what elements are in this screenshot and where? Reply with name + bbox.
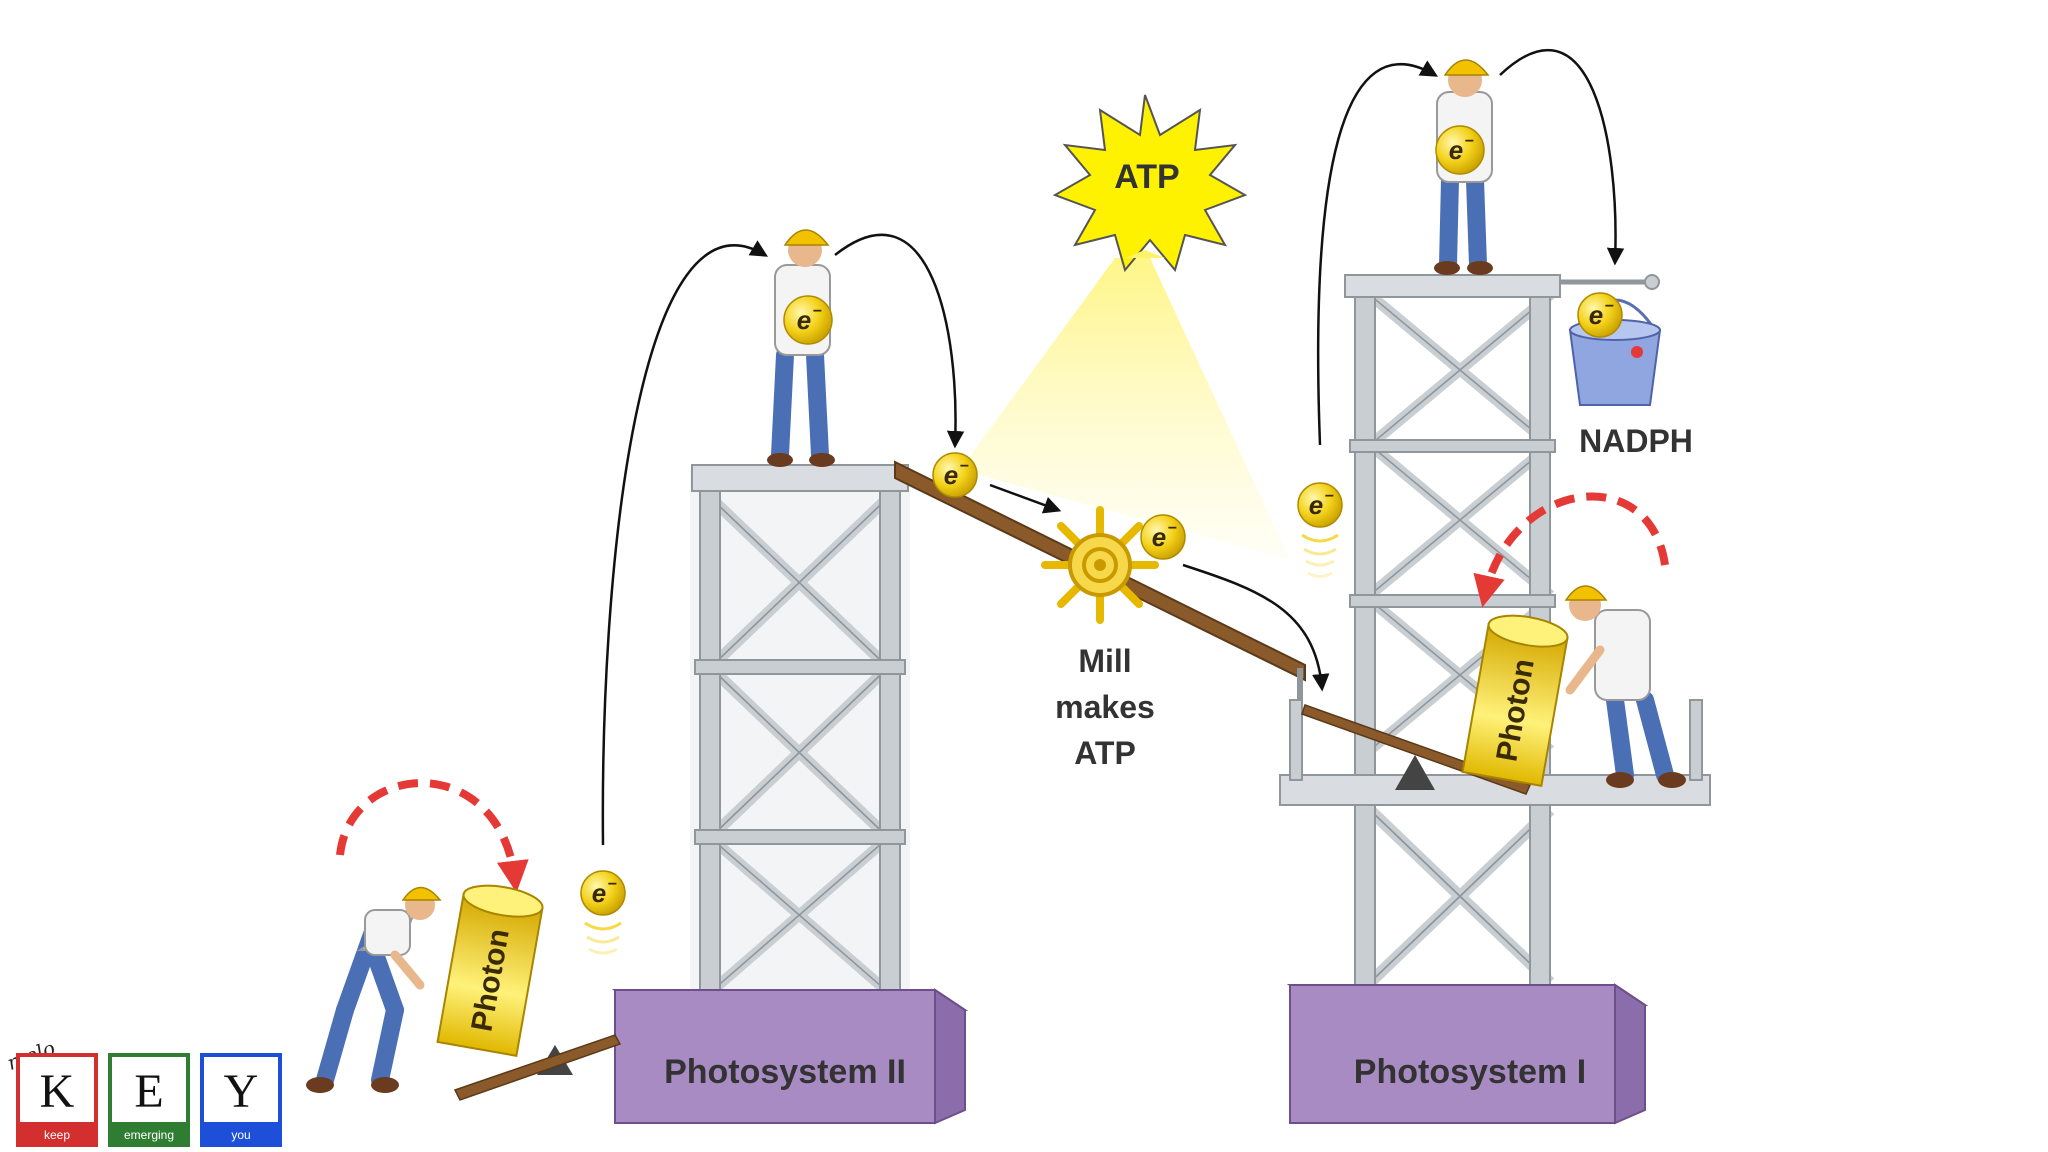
svg-text:e: e [1589,300,1603,330]
photosystem-2-label: Photosystem II [664,1053,906,1091]
atp-burst: ATP [1052,94,1248,273]
logo-k-block: K keep [16,1053,98,1147]
svg-text:−: − [1604,298,1613,315]
mill-label: Mill makes ATP [1055,643,1155,771]
electron-ball-ps2-worker: e − [783,295,833,345]
svg-text:emerging: emerging [124,1128,174,1142]
electron-ball-mill: e − [1140,514,1186,560]
svg-text:Mill: Mill [1078,643,1131,679]
svg-text:−: − [1167,520,1176,537]
photosystem-2-base: Photosystem II [611,988,969,1125]
svg-text:you: you [231,1128,250,1142]
photosystem-1-label: Photosystem I [1354,1053,1586,1091]
svg-text:−: − [812,303,821,320]
photosystem-1-base: Photosystem I [1286,983,1649,1125]
logo-e-block: E emerging [108,1053,190,1147]
electron-path-arrows [601,48,1625,846]
svg-text:Y: Y [224,1065,259,1118]
worker-ps1-platform [1564,585,1686,788]
photosystem-2-tower [690,464,910,1011]
atp-burst-label: ATP [1114,158,1179,196]
atp-light-beam [960,258,1290,560]
electron-ball-nadph: e − [1577,292,1623,338]
svg-text:E: E [134,1065,163,1118]
svg-text:−: − [1324,488,1333,505]
svg-text:K: K [40,1065,75,1118]
svg-text:−: − [959,458,968,475]
svg-text:e: e [944,460,958,490]
svg-text:e: e [797,305,811,335]
photon-cylinder-left: Photon [436,884,544,1057]
electron-ball-ramp: e − [932,452,978,498]
logo-y-block: Y you [200,1053,282,1147]
svg-text:makes: makes [1055,689,1155,725]
svg-text:−: − [607,876,616,893]
worker-bottom-left [306,886,442,1093]
electron-ball-ps2-bottom: e − [580,870,626,955]
svg-text:keep: keep [44,1128,70,1142]
svg-text:−: − [1464,133,1473,150]
seesaw-left [453,1034,622,1101]
worker-ps2-top [767,229,835,467]
svg-text:e: e [1309,490,1323,520]
svg-text:e: e [592,878,606,908]
key-logo: melo K keep E emerging Y you [4,1036,282,1147]
svg-text:e: e [1152,522,1166,552]
photon-cylinder-right: Photon [1461,614,1569,787]
svg-text:ATP: ATP [1074,735,1136,771]
photon-arc-arrows [336,492,1669,893]
mill-wheel-icon [1041,506,1159,624]
electron-ball-ps1-rising: e − [1297,482,1343,578]
nadph-label: NADPH [1579,423,1693,459]
svg-text:e: e [1449,135,1463,165]
electron-ball-ps1-worker: e − [1435,125,1485,175]
